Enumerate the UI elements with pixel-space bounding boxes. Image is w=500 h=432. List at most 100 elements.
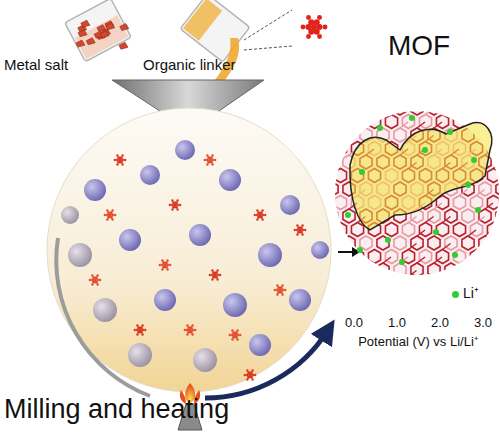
- linker-ring: [385, 223, 397, 237]
- atom: [104, 214, 106, 216]
- linker-ring: [334, 223, 346, 237]
- linker-bond: [494, 217, 500, 223]
- linker-ring: [487, 196, 499, 210]
- linker-ring: [326, 209, 338, 223]
- atom: [164, 264, 167, 267]
- milling-ball: [311, 241, 329, 259]
- linker-bond: [494, 136, 500, 142]
- atom: [281, 284, 283, 286]
- atom: [94, 279, 97, 282]
- atom: [206, 154, 208, 156]
- linker-ring: [326, 182, 338, 196]
- linker-ring: [487, 277, 499, 291]
- linker-bond: [417, 230, 425, 236]
- crystal: [97, 25, 106, 32]
- atom: [124, 159, 126, 161]
- atom: [246, 378, 248, 380]
- product-title: MOF: [388, 30, 450, 62]
- linker-ring: [343, 209, 355, 223]
- linker-bond: [443, 271, 451, 277]
- linker-bond: [434, 257, 442, 263]
- atom: [276, 284, 278, 286]
- atom: [106, 209, 108, 211]
- linker-ring: [496, 209, 500, 223]
- crystal: [81, 20, 90, 27]
- milling-ball: [249, 334, 271, 356]
- lithium-ion: [357, 247, 363, 253]
- linker-ring: [479, 236, 491, 250]
- linker-bond: [426, 217, 434, 223]
- linker-ring: [487, 223, 499, 237]
- crystal: [120, 24, 129, 31]
- lithium-ion: [422, 147, 428, 153]
- milling-ball: [193, 348, 217, 372]
- atom: [281, 293, 283, 295]
- atom: [186, 333, 188, 335]
- atom: [114, 214, 116, 216]
- legend-text: Li⁺: [463, 285, 479, 301]
- crystal: [78, 30, 87, 37]
- atom: [296, 233, 298, 235]
- linker-ring: [462, 263, 474, 277]
- linker-ring: [496, 155, 500, 169]
- atom: [301, 25, 306, 30]
- linker-ring: [402, 277, 414, 291]
- milling-ball: [223, 293, 247, 317]
- atom: [174, 204, 177, 207]
- linker-bond: [383, 257, 391, 263]
- linker-bond: [383, 95, 391, 101]
- atom: [121, 163, 123, 165]
- linker-ring: [394, 128, 406, 142]
- atom: [119, 159, 122, 162]
- atom: [176, 199, 178, 201]
- linker-ring: [470, 196, 482, 210]
- atom: [96, 274, 98, 276]
- linker-ring: [428, 263, 440, 277]
- linker-ring: [334, 196, 346, 210]
- atom: [236, 338, 238, 340]
- linker-ring: [394, 236, 406, 250]
- atom: [274, 289, 276, 291]
- lithium-ion: [399, 259, 405, 265]
- milling-ball: [140, 165, 160, 185]
- atom: [159, 264, 161, 266]
- linker-ring: [479, 182, 491, 196]
- atom: [209, 159, 212, 162]
- axis-tick: 3.0: [474, 316, 492, 331]
- crystal: [106, 23, 115, 30]
- linker-ring: [419, 250, 431, 264]
- atom: [91, 274, 93, 276]
- linker-ring: [411, 263, 423, 277]
- mof-framework: [326, 95, 500, 291]
- atom: [134, 329, 136, 331]
- atom: [249, 374, 252, 377]
- atom: [184, 329, 186, 331]
- atom: [317, 34, 322, 39]
- atom: [116, 163, 118, 165]
- milling-ball: [219, 169, 241, 191]
- atom: [244, 374, 246, 376]
- mill-contents: [61, 140, 329, 381]
- linker-ring: [334, 169, 346, 183]
- linker-ring: [428, 236, 440, 250]
- atom: [254, 374, 256, 376]
- linker-ring: [377, 263, 389, 277]
- linker-bond: [375, 109, 383, 115]
- linker-bond: [460, 190, 468, 196]
- linker-bond: [460, 271, 468, 277]
- lithium-ion: [452, 252, 458, 258]
- linker-ring: [326, 236, 338, 250]
- linker-bond: [485, 230, 493, 236]
- lithium-ion: [377, 125, 383, 131]
- atom: [106, 218, 108, 220]
- axis-title: Potential (V) vs Li/Li⁺: [358, 335, 478, 350]
- linker-bond: [426, 109, 434, 115]
- milling-ball: [189, 224, 211, 246]
- linker-bond: [485, 95, 493, 101]
- linker-bond: [494, 163, 500, 169]
- atom: [236, 329, 238, 331]
- milling-ball: [175, 140, 195, 160]
- atom: [96, 283, 98, 285]
- atom: [211, 278, 213, 280]
- linker-ring: [343, 101, 355, 115]
